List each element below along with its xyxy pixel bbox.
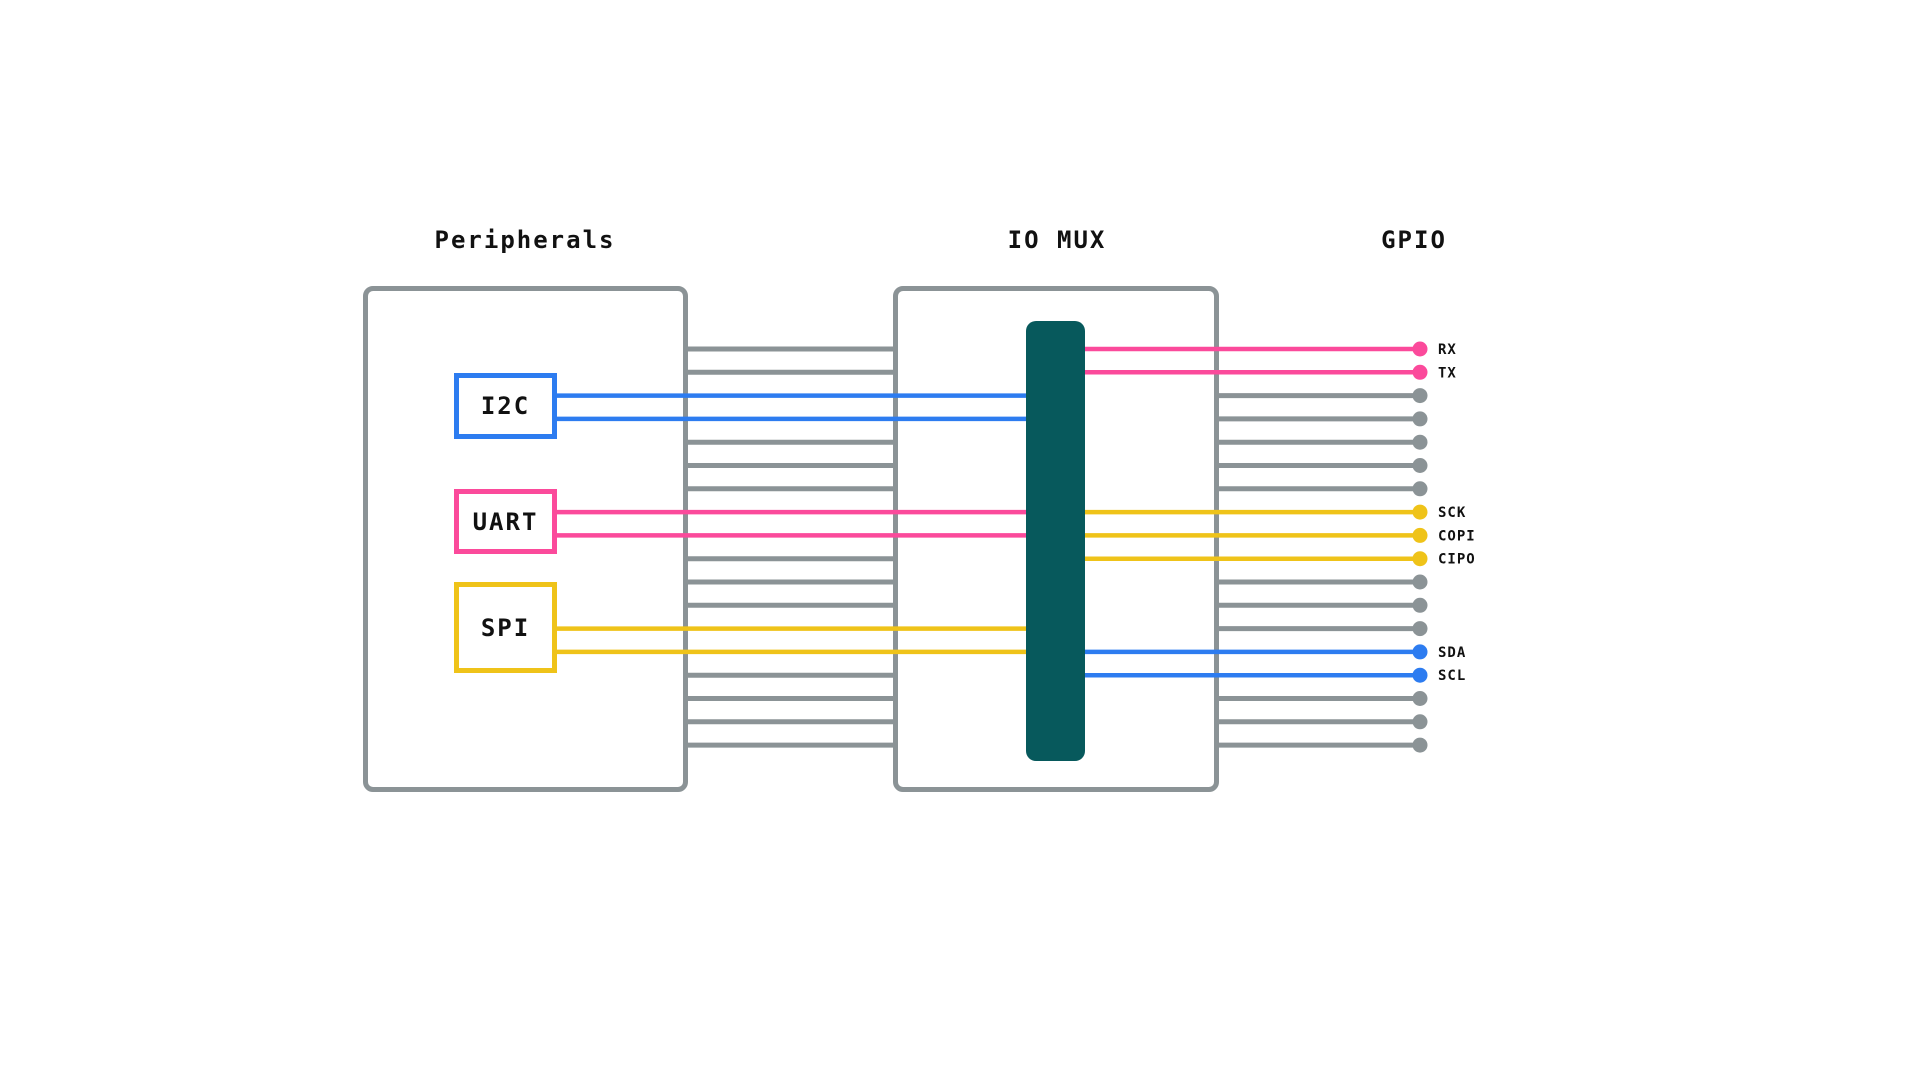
gpio-pin-label-tx: TX [1438, 365, 1457, 381]
peripheral-box-i2c: I2C [454, 373, 557, 439]
peripheral-box-i2c-label: I2C [480, 392, 531, 420]
gpio-pin-dot-16 [1412, 714, 1428, 730]
gpio-pin-dot-3 [1412, 411, 1428, 427]
gpio-title: GPIO [1381, 226, 1447, 254]
peripheral-box-uart: UART [454, 489, 557, 554]
io-mux-title: IO MUX [1007, 226, 1107, 254]
peripheral-box-spi: SPI [454, 582, 557, 673]
gpio-pin-dot-12 [1412, 621, 1428, 637]
gpio-pin-dot-4 [1412, 434, 1428, 450]
gpio-pin-dot-17 [1412, 737, 1428, 753]
peripherals-box [363, 286, 688, 792]
gpio-pin-dot-0 [1412, 341, 1428, 357]
gpio-pin-dot-5 [1412, 458, 1428, 473]
peripherals-title: Peripherals [434, 226, 616, 254]
peripheral-box-uart-label: UART [472, 507, 539, 536]
gpio-pin-label-copi: COPI [1438, 528, 1476, 544]
gpio-pin-label-sda: SDA [1438, 645, 1466, 661]
gpio-pin-label-cipo: CIPO [1438, 552, 1476, 568]
gpio-pin-dot-10 [1412, 574, 1428, 590]
gpio-pin-dot-2 [1412, 388, 1428, 404]
gpio-pin-dot-9 [1412, 551, 1428, 567]
mux-crossbar [1026, 321, 1085, 761]
gpio-pin-dot-6 [1412, 481, 1428, 497]
gpio-pin-dot-14 [1412, 667, 1428, 683]
io-mux-box [893, 286, 1219, 792]
gpio-pin-label-rx: RX [1438, 342, 1457, 358]
gpio-pin-dot-7 [1412, 504, 1428, 520]
peripheral-box-spi-label: SPI [480, 613, 531, 642]
gpio-pin-label-sck: SCK [1438, 505, 1466, 521]
gpio-pin-dot-15 [1412, 691, 1428, 706]
gpio-pin-dot-13 [1412, 644, 1428, 660]
gpio-pin-dot-11 [1412, 597, 1428, 613]
gpio-pin-label-scl: SCL [1438, 668, 1466, 684]
gpio-pin-dot-8 [1412, 527, 1428, 543]
gpio-pin-dot-1 [1412, 364, 1428, 380]
